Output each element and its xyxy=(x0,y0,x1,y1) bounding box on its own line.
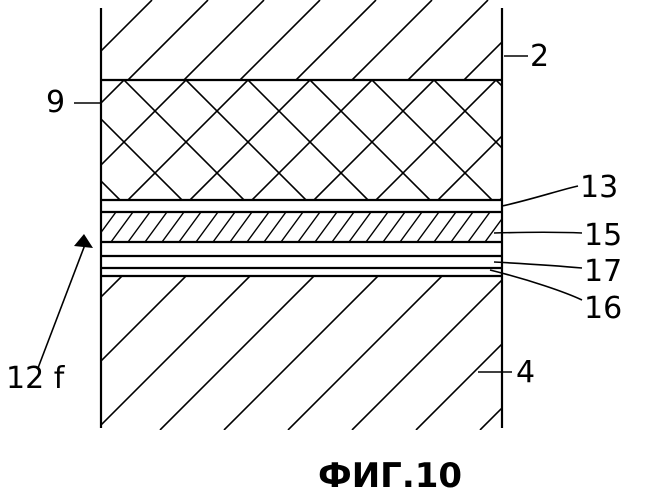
crosshatch-line xyxy=(62,80,182,200)
hatch-line xyxy=(451,212,473,242)
hatch-line xyxy=(417,212,439,242)
hatch-line xyxy=(213,212,235,242)
crosshatch-line xyxy=(190,80,310,200)
hatch-line xyxy=(160,276,314,430)
hatch-line xyxy=(485,212,507,242)
label-17: 17 xyxy=(584,254,622,289)
hatch-line xyxy=(366,212,388,242)
lower-body-hatching xyxy=(0,276,659,430)
hatch-line xyxy=(16,0,96,80)
crosshatch-line xyxy=(434,80,554,200)
hatch-line xyxy=(145,212,167,242)
label-13: 13 xyxy=(580,170,618,205)
crosshatch-line xyxy=(66,80,186,200)
figure-caption: ФИГ.10 xyxy=(318,456,462,496)
layer-9-crosshatch xyxy=(0,80,659,200)
hatch-line xyxy=(0,276,122,430)
hatch-line xyxy=(298,212,320,242)
crosshatch-line xyxy=(620,80,659,200)
hatch-line xyxy=(416,276,570,430)
crosshatch-line xyxy=(248,80,368,200)
crosshatch-line xyxy=(310,80,430,200)
hatch-line xyxy=(281,212,303,242)
hatch-line xyxy=(128,212,150,242)
hatch-line xyxy=(224,276,378,430)
crosshatch-line xyxy=(372,80,492,200)
label-9: 9 xyxy=(46,85,65,120)
crosshatch-line xyxy=(314,80,434,200)
label-4: 4 xyxy=(516,355,535,390)
leader-lines xyxy=(38,56,582,372)
hatch-line xyxy=(77,212,99,242)
hatch-line xyxy=(0,276,58,430)
hatch-line xyxy=(230,212,252,242)
hatch-line xyxy=(352,276,506,430)
upper-body-hatching xyxy=(0,0,600,80)
crosshatch-line xyxy=(252,80,372,200)
label-2: 2 xyxy=(530,39,549,74)
hatch-line xyxy=(196,212,218,242)
hatch-line xyxy=(162,212,184,242)
hatch-line xyxy=(553,212,575,242)
hatch-line xyxy=(349,212,371,242)
label-16: 16 xyxy=(584,291,622,326)
label-12f: 12 f xyxy=(6,361,66,396)
hatch-line xyxy=(264,212,286,242)
hatch-line xyxy=(32,276,186,430)
layer-15-hatching xyxy=(60,212,575,242)
hatch-line xyxy=(60,212,82,242)
hatch-line xyxy=(400,212,422,242)
hatch-line xyxy=(247,212,269,242)
label-15: 15 xyxy=(584,218,622,253)
hatch-line xyxy=(0,0,40,80)
hatch-line xyxy=(536,212,558,242)
hatch-line xyxy=(315,212,337,242)
pointer-arrowhead xyxy=(74,234,93,248)
hatch-line xyxy=(502,212,524,242)
hatch-line xyxy=(111,212,133,242)
hatch-line xyxy=(94,212,116,242)
layer-boundaries xyxy=(101,80,502,276)
hatch-line xyxy=(383,212,405,242)
hatch-line xyxy=(468,212,490,242)
hatch-line xyxy=(519,212,541,242)
hatch-line xyxy=(434,212,456,242)
crosshatch-line xyxy=(186,80,306,200)
crosshatch-line xyxy=(376,80,496,200)
hatch-line xyxy=(288,276,442,430)
hatch-line xyxy=(179,212,201,242)
hatch-line xyxy=(96,276,250,430)
crosshatch-line xyxy=(124,80,244,200)
crosshatch-line xyxy=(438,80,558,200)
crosshatch-line xyxy=(128,80,248,200)
hatch-line xyxy=(332,212,354,242)
